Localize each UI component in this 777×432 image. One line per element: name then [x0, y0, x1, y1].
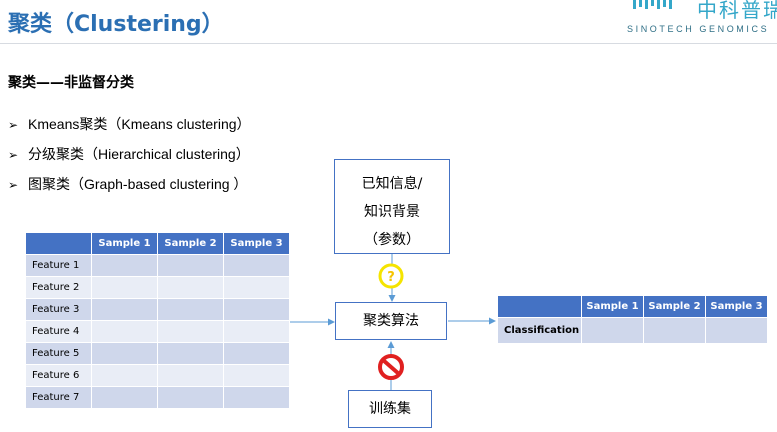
table-cell: [158, 277, 224, 299]
title-divider: [0, 43, 777, 44]
bullet-arrow-icon: ➢: [8, 148, 19, 162]
bullet-arrow-icon: ➢: [8, 118, 19, 132]
table-cell: [644, 318, 706, 344]
list-item-label: 图聚类（Graph-based clustering ）: [28, 176, 248, 192]
table-row: Classification: [498, 318, 768, 344]
knowledge-line: （参数）: [364, 232, 420, 248]
question-circle-icon: ?: [378, 263, 404, 289]
section-subtitle: 聚类——非监督分类: [8, 75, 134, 91]
logo-mark-icon: [633, 0, 672, 9]
table-corner-cell: [26, 233, 92, 255]
company-logo: 中科普瑞 SINOTECH GENOMICS: [627, 0, 777, 40]
table-cell: [158, 343, 224, 365]
table-cell: [224, 255, 290, 277]
table-cell: [224, 299, 290, 321]
method-list: ➢ Kmeans聚类（Kmeans clustering） ➢ 分级聚类（Hiera…: [8, 114, 251, 204]
table-row: Feature 5: [26, 343, 290, 365]
page-title: 聚类（Clustering）: [8, 12, 224, 37]
table-header-row: Sample 1 Sample 2 Sample 3: [498, 296, 768, 318]
column-header: Sample 1: [92, 233, 158, 255]
table-cell: [92, 387, 158, 409]
list-item: ➢ 图聚类（Graph-based clustering ）: [8, 174, 251, 204]
table-cell: [92, 321, 158, 343]
logo-chinese-text: 中科普瑞: [697, 0, 777, 22]
list-item-label: Kmeans聚类（Kmeans clustering）: [28, 116, 251, 132]
result-table: Sample 1 Sample 2 Sample 3 Classificatio…: [498, 296, 768, 344]
table-header-row: Sample 1 Sample 2 Sample 3: [26, 233, 290, 255]
table-cell: [92, 299, 158, 321]
row-header: Feature 3: [26, 299, 92, 321]
column-header: Sample 3: [706, 296, 768, 318]
table-row: Feature 7: [26, 387, 290, 409]
table-cell: [92, 365, 158, 387]
table-cell: [92, 343, 158, 365]
table-row: Feature 3: [26, 299, 290, 321]
table-cell: [158, 321, 224, 343]
table-cell: [224, 321, 290, 343]
column-header: Sample 2: [158, 233, 224, 255]
table-cell: [158, 255, 224, 277]
table-cell: [158, 299, 224, 321]
algorithm-box: 聚类算法: [335, 302, 447, 340]
column-header: Sample 3: [224, 233, 290, 255]
prohibited-icon: [378, 354, 404, 380]
row-header: Feature 7: [26, 387, 92, 409]
svg-text:?: ?: [387, 270, 395, 285]
table-cell: [158, 387, 224, 409]
row-header: Feature 1: [26, 255, 92, 277]
table-row: Feature 6: [26, 365, 290, 387]
table-row: Feature 2: [26, 277, 290, 299]
row-header: Feature 6: [26, 365, 92, 387]
knowledge-box: 已知信息/ 知识背景 （参数）: [334, 159, 450, 254]
table-row: Feature 4: [26, 321, 290, 343]
row-header: Classification: [498, 318, 582, 344]
column-header: Sample 2: [644, 296, 706, 318]
table-cell: [158, 365, 224, 387]
row-header: Feature 2: [26, 277, 92, 299]
table-cell: [224, 277, 290, 299]
table-row: Feature 1: [26, 255, 290, 277]
knowledge-line: 知识背景: [364, 204, 420, 220]
table-cell: [582, 318, 644, 344]
table-cell: [92, 255, 158, 277]
list-item-label: 分级聚类（Hierarchical clustering）: [28, 146, 250, 162]
logo-english-text: SINOTECH GENOMICS: [627, 24, 770, 34]
table-cell: [224, 343, 290, 365]
table-cell: [706, 318, 768, 344]
feature-table: Sample 1 Sample 2 Sample 3 Feature 1 Fea…: [26, 233, 290, 409]
row-header: Feature 5: [26, 343, 92, 365]
list-item: ➢ 分级聚类（Hierarchical clustering）: [8, 144, 251, 174]
table-corner-cell: [498, 296, 582, 318]
table-cell: [224, 365, 290, 387]
training-set-box: 训练集: [348, 390, 432, 428]
row-header: Feature 4: [26, 321, 92, 343]
table-cell: [92, 277, 158, 299]
table-cell: [224, 387, 290, 409]
bullet-arrow-icon: ➢: [8, 178, 19, 192]
column-header: Sample 1: [582, 296, 644, 318]
list-item: ➢ Kmeans聚类（Kmeans clustering）: [8, 114, 251, 144]
knowledge-line: 已知信息/: [361, 176, 423, 192]
